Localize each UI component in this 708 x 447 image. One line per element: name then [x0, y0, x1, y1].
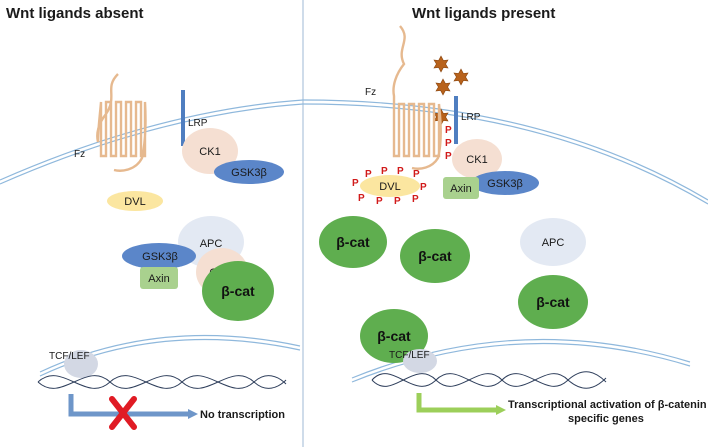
svg-text:APC: APC	[542, 237, 565, 249]
svg-text:P: P	[397, 166, 404, 177]
svg-text:β-cat: β-cat	[336, 234, 370, 250]
dna-strand-right	[371, 371, 607, 389]
dvl-phosphorylation: P P P P P P P P P P	[352, 166, 427, 207]
svg-text:APC: APC	[200, 238, 223, 250]
dvl-left	[107, 191, 163, 211]
svg-text:P: P	[420, 182, 427, 193]
frizzled-receptor-left	[96, 72, 147, 172]
ck1-right	[452, 139, 502, 179]
svg-text:P: P	[445, 138, 452, 149]
blocked-cross-icon	[109, 396, 137, 430]
gsk3b-right	[471, 171, 539, 195]
cell-membrane-left	[0, 99, 304, 181]
svg-text:β-cat: β-cat	[418, 248, 452, 264]
left-panel-title: Wnt ligands absent	[6, 5, 144, 22]
blocked-transcription-arrow	[68, 394, 190, 417]
beta-cat-cytoplasm-3	[518, 275, 588, 329]
ck1-membrane-left	[182, 128, 238, 174]
svg-text:DVL: DVL	[379, 181, 400, 193]
axin-left	[140, 267, 178, 289]
svg-text:CK1: CK1	[466, 154, 487, 166]
svg-text:β-cat: β-cat	[377, 328, 411, 344]
svg-text:P: P	[352, 178, 359, 189]
tcf-lef-left	[64, 350, 98, 378]
dvl-right	[360, 175, 420, 197]
lrp-coreceptor-left	[181, 90, 185, 146]
lrp-coreceptor-right	[454, 96, 458, 144]
svg-text:P: P	[412, 194, 419, 205]
beta-cat-nuclear	[360, 309, 428, 363]
svg-text:β-cat: β-cat	[221, 283, 255, 299]
svg-text:P: P	[445, 125, 452, 136]
lrp-label-right: LRP	[461, 112, 481, 123]
frizzled-receptor-right	[392, 24, 442, 170]
lrp-label-left: LRP	[188, 118, 208, 129]
svg-text:P: P	[445, 151, 452, 162]
dna-strand-left	[37, 375, 287, 389]
lrp-phosphorylation: P P P	[445, 125, 452, 162]
svg-text:P: P	[413, 169, 420, 180]
active-transcription-arrow	[416, 393, 498, 413]
svg-text:GSK3β: GSK3β	[487, 178, 523, 190]
svg-text:GSK3β: GSK3β	[142, 251, 178, 263]
svg-text:P: P	[358, 193, 365, 204]
beta-cat-left	[202, 261, 274, 321]
svg-text:Axin: Axin	[148, 273, 169, 285]
apc-right	[520, 218, 586, 266]
gsk3b-membrane-left	[214, 160, 284, 184]
svg-text:GSK3β: GSK3β	[231, 167, 267, 179]
tcf-lef-right	[403, 349, 437, 373]
no-transcription-label: No transcription	[200, 409, 285, 421]
fz-label-left: Fz	[74, 149, 85, 160]
svg-text:P: P	[381, 166, 388, 177]
svg-text:P: P	[365, 169, 372, 180]
tcf-lef-label-left: TCF/LEF	[49, 351, 90, 362]
svg-text:β-cat: β-cat	[536, 294, 570, 310]
transcription-activation-label-line1: Transcriptional activation of β-catenin	[508, 399, 707, 411]
svg-text:DVL: DVL	[124, 196, 145, 208]
svg-text:Axin: Axin	[450, 183, 471, 195]
gsk3b-complex-left	[122, 243, 196, 269]
svg-text:P: P	[376, 196, 383, 207]
fz-label-right: Fz	[365, 87, 376, 98]
beta-cat-cytoplasm-2	[400, 229, 470, 283]
svg-text:P: P	[394, 196, 401, 207]
transcription-activation-label-line2: specific genes	[568, 413, 644, 425]
tcf-lef-label-right: TCF/LEF	[389, 350, 430, 361]
cell-membrane-right	[302, 99, 708, 201]
axin-right	[443, 177, 479, 199]
right-panel-title: Wnt ligands present	[412, 5, 555, 22]
beta-cat-cytoplasm-1	[319, 216, 387, 268]
svg-text:CK1: CK1	[199, 146, 220, 158]
